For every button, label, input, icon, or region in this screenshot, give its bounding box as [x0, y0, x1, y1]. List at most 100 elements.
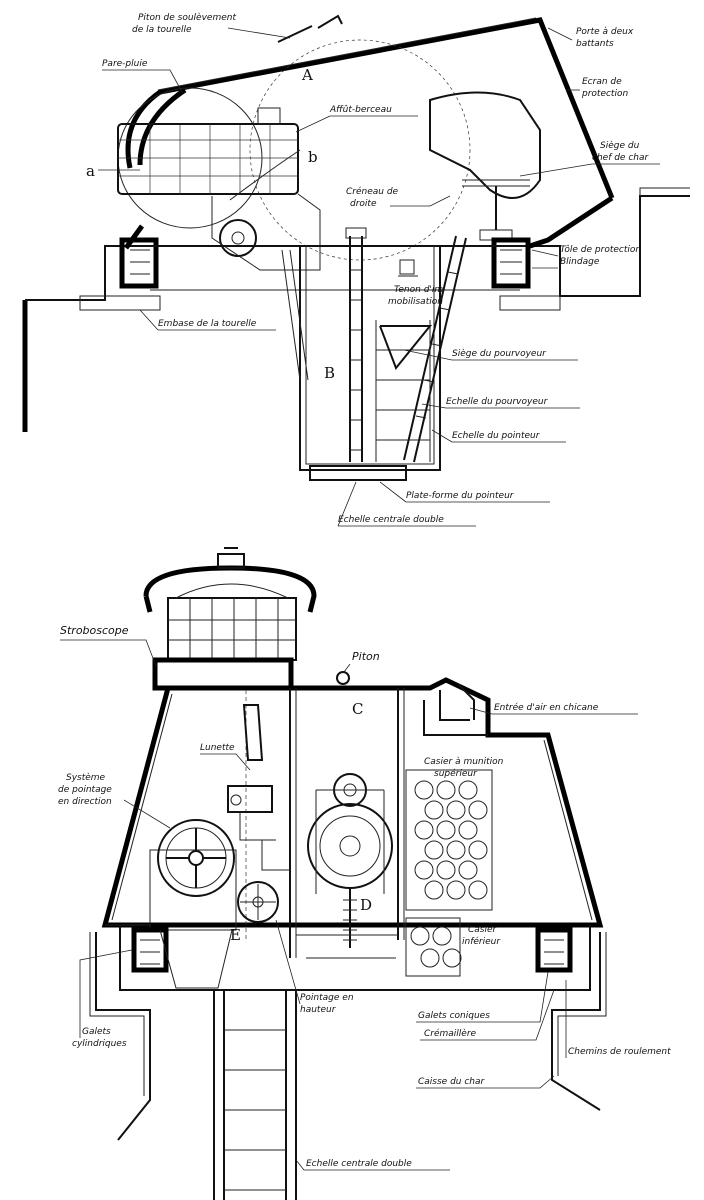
- hull-right: [551, 932, 601, 1111]
- label-chemins: Chemins de roulement: [568, 1047, 671, 1057]
- traverse-gear-housing: [159, 929, 233, 989]
- leader-siege-chef: [519, 163, 660, 177]
- label-stroboscope: Stroboscope: [60, 624, 129, 637]
- turret-dashed-circle: [249, 39, 471, 261]
- leader-plate-forme: [379, 481, 550, 503]
- label-plate-forme: Plate-forme du pointeur: [406, 491, 515, 501]
- ammo-round: [446, 880, 466, 900]
- ammo-rack-upper: [405, 769, 493, 911]
- label-ecran: Ecran de protection: [581, 77, 628, 99]
- turret-body-inner-right: [543, 739, 593, 921]
- letter-A: A: [301, 66, 313, 84]
- label-galets-con: Galets coniques: [418, 1011, 490, 1021]
- hull-right-inner: [557, 932, 607, 1076]
- leader-affut: [295, 115, 418, 133]
- turret-ring-floor: [119, 925, 591, 991]
- leader-galets-con: [416, 971, 549, 1023]
- leader-echelle-centrale-top: [337, 481, 476, 527]
- label-tole: Tôle de protection: [560, 244, 641, 255]
- letter-E: E: [230, 926, 241, 944]
- ammo-round: [420, 948, 440, 968]
- leader-porte: [547, 27, 573, 41]
- leader-stroboscope: [60, 639, 157, 667]
- leader-tole: [531, 249, 559, 269]
- label-echelle-pourvoyeur: Echelle du pourvoyeur: [446, 397, 549, 407]
- label-creneau: Créneau de droite: [346, 186, 401, 209]
- label-casier-sup: Casier à munition supérieur: [424, 757, 506, 779]
- ammo-round: [468, 800, 488, 820]
- leader-cremaillere: [420, 989, 555, 1041]
- ammo-round: [442, 948, 462, 968]
- cupola: [143, 547, 317, 691]
- left-strut: [281, 249, 309, 381]
- ammo-round: [436, 820, 456, 840]
- ammo-round: [424, 880, 444, 900]
- letter-b: b: [308, 148, 318, 166]
- label-echelle-pointeur: Echelle du pointeur: [452, 431, 541, 441]
- label-caisse: Caisse du char: [418, 1077, 486, 1087]
- traverse-handwheel: [149, 819, 237, 931]
- leader-piton-bottom: [343, 663, 351, 673]
- ammo-round: [436, 860, 456, 880]
- letter-D: D: [360, 896, 372, 914]
- leader-pointage: [275, 919, 301, 1005]
- label-systeme: Système de pointage en direction: [58, 772, 115, 807]
- leader-echelle-pointeur: [431, 429, 566, 443]
- label-casier-inf: Casier inférieur: [462, 925, 501, 947]
- turret-armor: [125, 17, 615, 199]
- label-piton-soulevement: Piton de soulèvement de la tourelle: [132, 12, 239, 35]
- leader-echelle-centrale-bottom: [295, 1159, 450, 1171]
- hull-right-deck: [520, 195, 690, 297]
- ammo-round: [446, 800, 466, 820]
- leader-piton: [227, 27, 291, 39]
- label-pointage-hauteur: Pointage en hauteur: [300, 993, 356, 1015]
- lifting-hook: [277, 14, 343, 43]
- central-ladder-bottom: [213, 990, 297, 1200]
- locking-tenon: [398, 259, 418, 277]
- leader-siege-pourvoyeur: [403, 349, 578, 361]
- ammo-round: [468, 880, 488, 900]
- hull-left: [95, 932, 151, 1141]
- ring-bearing-left: [79, 237, 161, 311]
- label-cremaillere: Crémaillère: [424, 1028, 477, 1039]
- letter-C: C: [352, 700, 363, 718]
- leader-galets-cyl: [79, 949, 133, 1038]
- label-porte: Porte à deux battants: [576, 27, 636, 49]
- central-ladder-top: [345, 227, 367, 462]
- leader-caisse: [416, 1075, 555, 1089]
- ammo-rounds: [410, 780, 488, 968]
- ammo-round: [414, 780, 434, 800]
- label-galets-cyl: Galets cylindriques: [72, 1027, 127, 1049]
- turret-front-section: C D E Stroboscope Piton Entrée d'air en …: [58, 547, 671, 1200]
- hull-left-inner: [89, 932, 145, 1096]
- leader-embase: [139, 309, 276, 331]
- ammo-round: [424, 800, 444, 820]
- bearing-right: [535, 927, 573, 973]
- gun-breech: [296, 773, 398, 959]
- letter-a: a: [86, 162, 95, 180]
- label-pare-pluie: Pare-pluie: [102, 59, 148, 69]
- leader-pare-pluie: [102, 69, 183, 93]
- loader-seat: [379, 325, 433, 370]
- ammo-round: [424, 840, 444, 860]
- air-intake: [423, 683, 488, 736]
- ammo-round: [414, 860, 434, 880]
- gunner-platform: [309, 465, 407, 481]
- leader-creneau: [390, 195, 451, 207]
- label-affut: Affût-berceau: [329, 104, 392, 115]
- basket-inner: [305, 246, 435, 465]
- turret-side-section: A a b B Piton de soulèvement de la toure…: [22, 12, 690, 527]
- hull-left-deck: [25, 245, 150, 301]
- label-echelle-centrale-bottom: Echelle centrale double: [306, 1159, 412, 1169]
- turret-body-inner-left: [111, 693, 173, 921]
- leader-systeme: [123, 799, 171, 829]
- piton-ring: [336, 671, 350, 685]
- ammo-round: [410, 926, 430, 946]
- leader-lunette: [200, 753, 251, 771]
- label-entree-air: Entrée d'air en chicane: [494, 702, 599, 713]
- ammo-rack-lower: [405, 917, 461, 977]
- elevation-handwheel: [237, 881, 279, 923]
- ammo-round: [458, 780, 478, 800]
- basket: [299, 246, 441, 471]
